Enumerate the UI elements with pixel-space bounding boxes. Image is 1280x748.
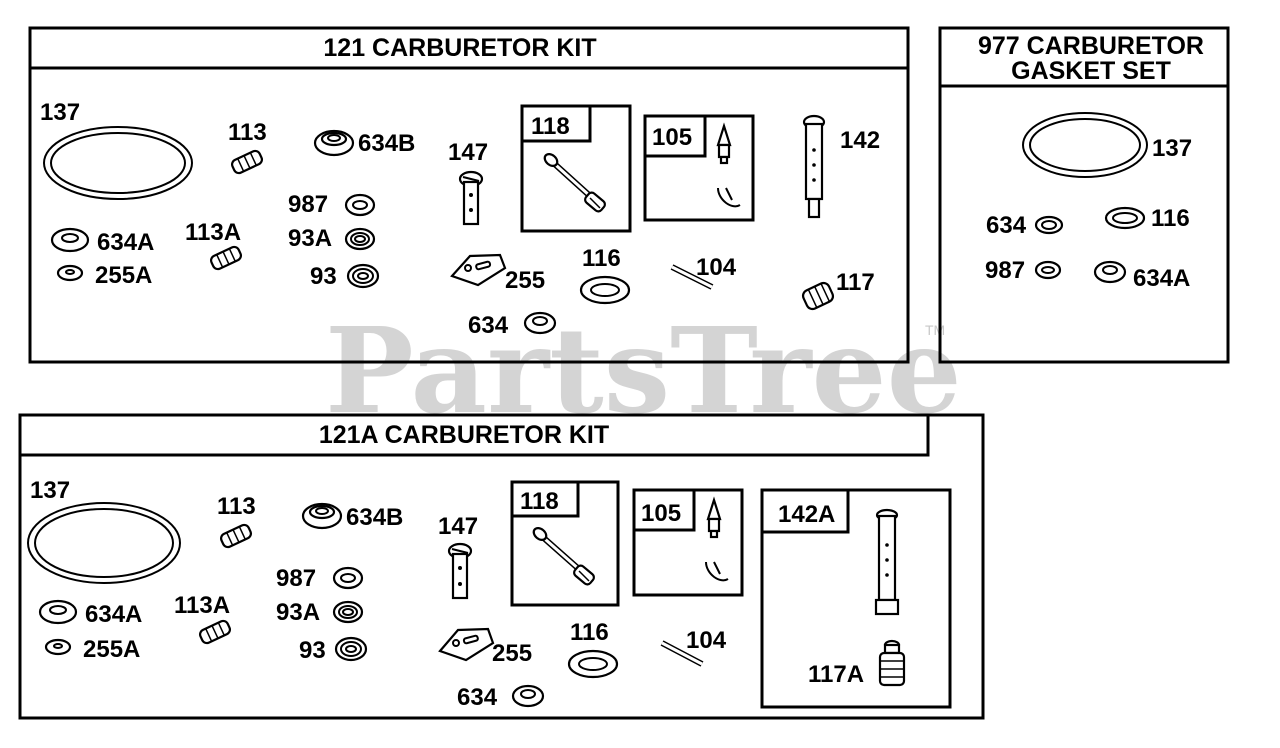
gasket-137-icon <box>43 126 193 200</box>
jet-117-icon <box>801 281 835 311</box>
screw-147-icon <box>447 542 473 600</box>
needle-105-icon <box>716 122 741 208</box>
label-105-121a: 105 <box>641 500 681 527</box>
needle-118-icon <box>532 526 595 586</box>
kit-121a-border <box>18 413 985 720</box>
jet-142-icon <box>802 114 826 219</box>
label-116-121a: 116 <box>570 619 609 646</box>
spring-113a-icon <box>209 245 243 271</box>
label-93a-121a: 93A <box>276 599 320 626</box>
washer-93a-icon <box>344 227 376 251</box>
label-987-121a: 987 <box>276 565 316 592</box>
kit-977-title-line1: 977 CARBURETOR <box>978 32 1204 60</box>
ring-116-icon <box>1104 206 1146 230</box>
kit-121-118-box <box>520 104 632 233</box>
kit-977-panel: 977 CARBURETOR GASKET SET 137 634 116 98… <box>938 26 1230 364</box>
label-137-gasket-set: 137 <box>1152 135 1192 162</box>
gasket-137-icon <box>1022 112 1148 178</box>
label-104: 104 <box>696 254 737 281</box>
kit-977-border <box>938 26 1230 364</box>
ring-116-icon <box>567 649 619 679</box>
kit-121-105-box <box>643 114 755 222</box>
spring-113a-icon <box>198 619 232 645</box>
washer-634-icon <box>523 311 557 335</box>
label-634a-gasket-set: 634A <box>1133 265 1190 292</box>
washer-634a-icon <box>1093 260 1127 284</box>
washer-634a-icon <box>38 599 78 625</box>
kit-121a-105-box <box>632 488 744 597</box>
label-118: 118 <box>531 113 570 140</box>
label-987-gasket-set: 987 <box>985 257 1025 284</box>
plate-255-icon <box>450 253 507 287</box>
spring-113-icon <box>230 149 264 175</box>
jet-117a-icon <box>878 639 906 687</box>
label-255-121a: 255 <box>492 640 532 667</box>
label-255a-121a: 255A <box>83 636 140 663</box>
plate-255-icon <box>438 627 495 662</box>
washer-255a-icon <box>56 264 84 282</box>
label-105: 105 <box>652 124 692 151</box>
gasket-137-icon <box>27 502 181 584</box>
label-137: 137 <box>40 99 80 126</box>
kit-121a-title: 121A CARBURETOR KIT <box>319 421 609 449</box>
label-113: 113 <box>228 119 267 146</box>
label-117: 117 <box>836 269 875 296</box>
label-113-121a: 113 <box>217 493 256 520</box>
label-113a-121a: 113A <box>174 592 230 619</box>
label-117a: 117A <box>808 661 864 688</box>
washer-634-icon <box>1034 215 1064 235</box>
washer-987-icon <box>332 566 364 590</box>
watermark-text: PartsTree <box>325 301 962 440</box>
label-137-121a: 137 <box>30 477 70 504</box>
washer-987-icon <box>344 193 376 217</box>
label-142: 142 <box>840 127 880 154</box>
kit-121a-panel: 121A CARBURETOR KIT 137 634A 255A 113 <box>18 413 985 720</box>
washer-255a-icon <box>44 638 72 656</box>
kit-977-title-line2: GASKET SET <box>1011 57 1171 85</box>
jet-142a-icon <box>874 508 900 616</box>
washer-987-icon <box>1034 260 1062 280</box>
watermark-trademark: TM <box>925 322 945 338</box>
needle-118-icon <box>543 152 606 213</box>
screw-147-icon <box>458 170 484 226</box>
label-113a: 113A <box>185 219 241 246</box>
label-93-121a: 93 <box>299 637 326 664</box>
label-634a-121a: 634A <box>85 601 142 628</box>
spring-113-icon <box>219 523 253 549</box>
label-147-121a: 147 <box>438 513 478 540</box>
kit-121a-118-box <box>510 480 620 607</box>
label-634: 634 <box>468 312 509 339</box>
washer-634-icon <box>511 684 545 708</box>
kit-121-title: 121 CARBURETOR KIT <box>323 34 596 62</box>
label-634-121a: 634 <box>457 684 498 711</box>
ring-116-icon <box>579 275 631 305</box>
label-116: 116 <box>582 245 621 272</box>
label-118-121a: 118 <box>520 488 559 515</box>
kit-121a-142a-box <box>760 488 952 709</box>
seal-634b-icon <box>313 129 355 157</box>
label-255: 255 <box>505 267 545 294</box>
label-634b: 634B <box>358 130 415 157</box>
label-634-gasket-set: 634 <box>986 212 1027 239</box>
label-93: 93 <box>310 263 337 290</box>
label-142a: 142A <box>778 501 835 528</box>
needle-105-icon <box>705 496 729 582</box>
kit-121-panel: 121 CARBURETOR KIT 137 634A 255A 113 <box>28 26 910 364</box>
label-93a: 93A <box>288 225 332 252</box>
label-255a: 255A <box>95 262 152 289</box>
label-634b-121a: 634B <box>346 504 403 531</box>
label-104-121a: 104 <box>686 627 727 654</box>
label-987: 987 <box>288 191 328 218</box>
washer-634a-icon <box>50 227 90 253</box>
kit-121-border <box>28 26 910 364</box>
washer-93a-icon <box>332 600 364 624</box>
seal-634b-icon <box>301 502 343 530</box>
label-147: 147 <box>448 139 488 166</box>
label-116-gasket-set: 116 <box>1151 205 1190 232</box>
washer-93-icon <box>334 636 368 662</box>
label-634a: 634A <box>97 229 154 256</box>
washer-93-icon <box>346 263 380 289</box>
